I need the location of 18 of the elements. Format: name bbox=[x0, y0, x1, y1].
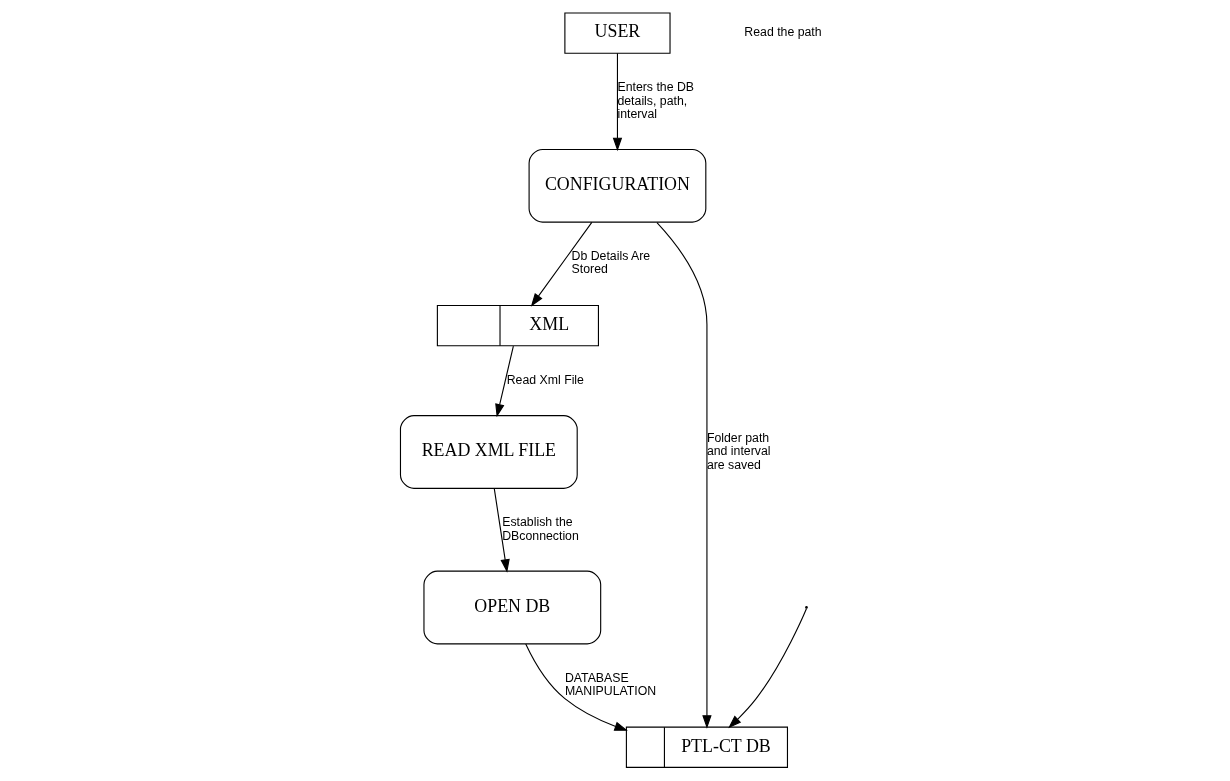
arrow bbox=[524, 643, 628, 731]
node-box: OPEN DB bbox=[422, 570, 601, 645]
node-box: READ XML FILE bbox=[399, 415, 578, 489]
edge-label: Establish the DBconnection bbox=[501, 515, 579, 543]
edge-label: Enters the DB details, path, interval bbox=[616, 80, 694, 121]
node-box: CONFIGURATION bbox=[528, 148, 706, 223]
arrow bbox=[612, 52, 622, 152]
edge-label: Folder path and interval are saved bbox=[706, 430, 771, 472]
node-box: USER bbox=[563, 12, 671, 54]
edge-label: DATABASE MANIPULATION bbox=[564, 670, 656, 699]
label: Read the path bbox=[743, 25, 822, 40]
arrow bbox=[494, 345, 514, 418]
arrow bbox=[493, 488, 510, 573]
edge-label: Read Xml File bbox=[506, 373, 584, 388]
arrow bbox=[530, 221, 592, 307]
edge-label: Db Details Are Stored bbox=[571, 248, 650, 277]
arrow bbox=[727, 608, 807, 729]
arrow bbox=[655, 222, 712, 729]
